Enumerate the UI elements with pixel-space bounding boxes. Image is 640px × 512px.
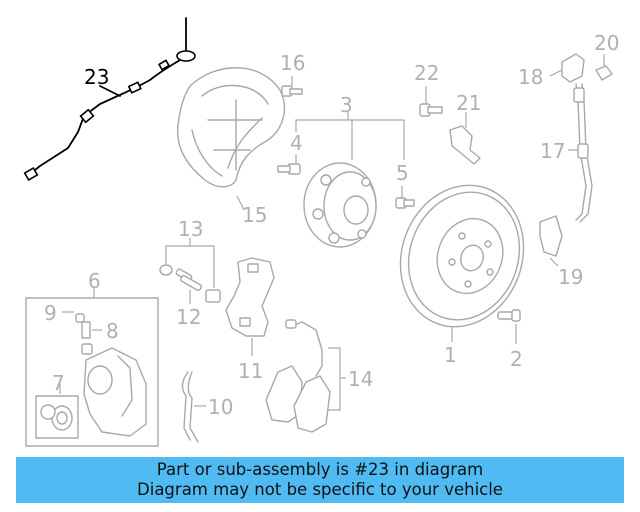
part-16-bolt: [281, 76, 303, 97]
callout-16: 16: [280, 51, 305, 75]
callout-21: 21: [456, 91, 481, 115]
callout-1: 1: [444, 343, 457, 367]
part-6-caliper-assembly: [25, 286, 159, 447]
part-23-speed-sensor-cable: [23, 17, 196, 182]
callout-9: 9: [44, 301, 57, 325]
banner-line-part: Part or sub-assembly is #23 in diagram: [156, 460, 484, 479]
callout-22: 22: [414, 61, 439, 85]
part-11-caliper-bracket: [225, 257, 275, 356]
part-5-bolt: [395, 186, 415, 209]
callout-3: 3: [340, 93, 353, 117]
callout-8: 8: [106, 319, 119, 343]
part-18-bracket: [549, 53, 585, 83]
info-banner: Part or sub-assembly is #23 in diagram D…: [16, 457, 624, 503]
callout-17: 17: [540, 139, 565, 163]
callout-20: 20: [594, 31, 619, 55]
part-19-bracket: [539, 215, 563, 267]
part-2-bolt: [497, 309, 521, 344]
part-20-clip: [595, 54, 613, 81]
part-13-guide-pin-kit: [159, 238, 221, 304]
part-3-wheel-hub: [303, 162, 377, 248]
callout-2: 2: [510, 347, 523, 371]
callout-6: 6: [88, 269, 101, 293]
callout-12: 12: [176, 305, 201, 329]
part-3-hub-assembly-leads: [295, 112, 405, 160]
callout-18: 18: [518, 65, 543, 89]
part-14-brake-pads: [265, 319, 346, 433]
banner-line-disclaimer: Diagram may not be specific to your vehi…: [137, 480, 503, 499]
part-4-bolt: [277, 154, 301, 175]
callout-13: 13: [178, 217, 203, 241]
callout-11: 11: [238, 359, 263, 383]
part-10-spring-clip: [181, 371, 206, 443]
part-21-sensor: [449, 112, 481, 165]
callout-4: 4: [290, 131, 303, 155]
callout-23: 23: [84, 65, 109, 89]
callout-7: 7: [52, 371, 65, 395]
part-15-dust-shield: [176, 67, 286, 211]
part-17-brake-hose: [568, 83, 593, 223]
parts-diagram: 23 16 3 4 5 15 22 21 20 18 17 19 13 12 6…: [23, 17, 619, 447]
callout-10: 10: [208, 395, 233, 419]
part-1-brake-disc: [399, 184, 525, 342]
callout-15: 15: [242, 203, 267, 227]
callout-5: 5: [396, 161, 409, 185]
part-22-bolt: [419, 86, 443, 117]
callout-19: 19: [558, 265, 583, 289]
callout-14: 14: [348, 367, 373, 391]
